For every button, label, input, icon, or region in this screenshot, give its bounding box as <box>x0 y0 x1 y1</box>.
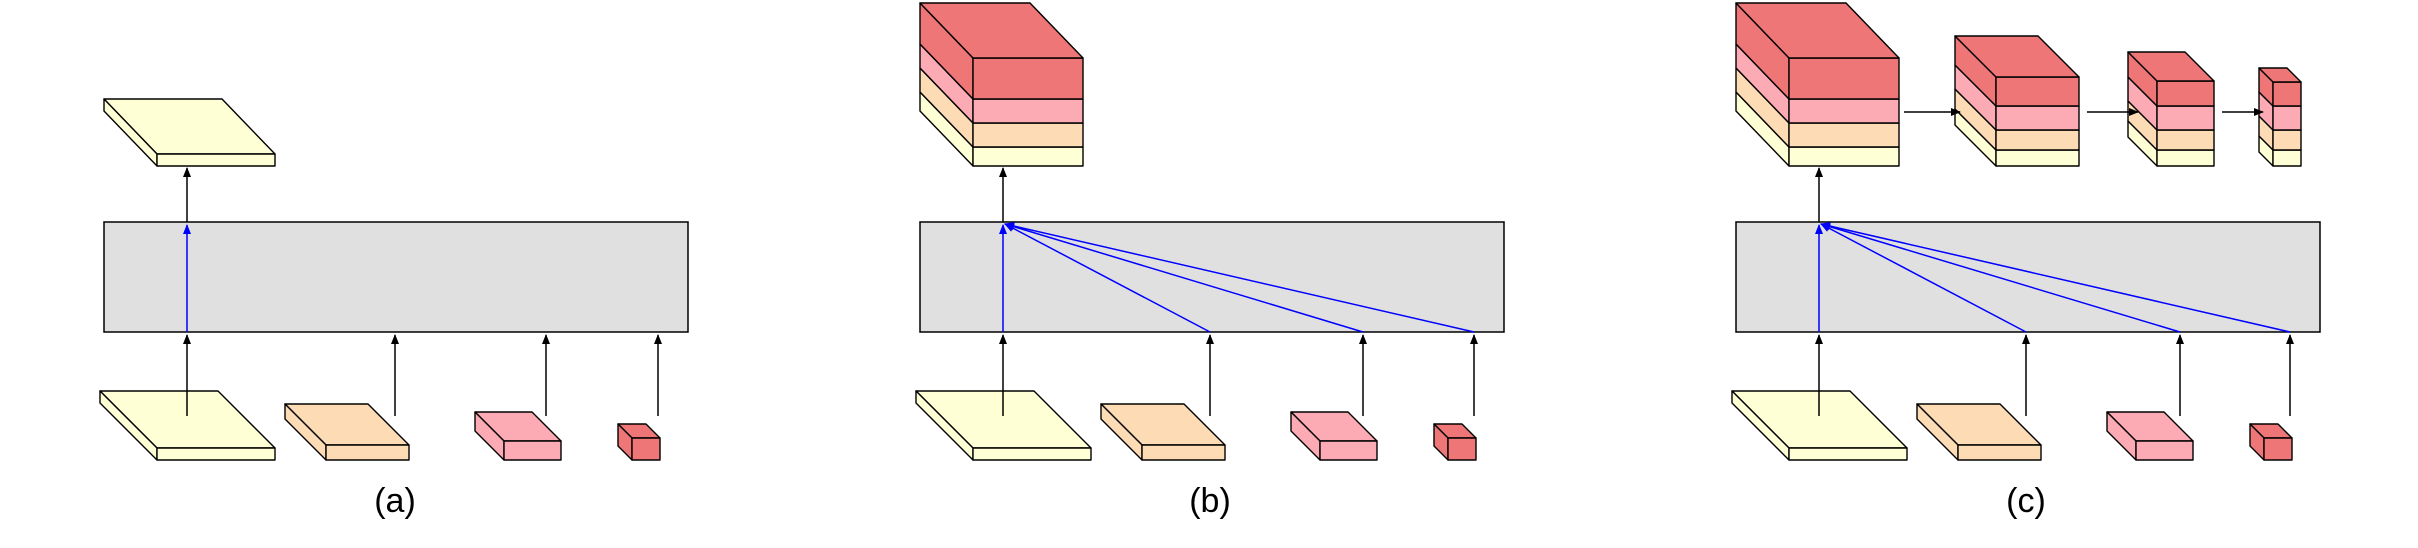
input-feature-map-level1 <box>1731 390 1908 461</box>
panel-label: (a) <box>374 482 416 520</box>
box-face <box>1141 444 1226 461</box>
box-face <box>2272 149 2302 167</box>
box-face <box>2156 149 2215 167</box>
backbone-block <box>1735 221 2321 333</box>
input-feature-map-level4 <box>1433 423 1477 461</box>
box-face <box>1788 57 1900 100</box>
output-feature-stack <box>919 2 1084 167</box>
box-face <box>1995 129 2080 151</box>
box-face <box>1447 437 1477 461</box>
output-feature-stack-4 <box>2258 67 2302 167</box>
blue-connection-arrow <box>1820 223 2027 333</box>
input-feature-map-level2 <box>284 403 410 461</box>
input-feature-map-level1 <box>915 390 1092 461</box>
output-feature-map <box>103 98 276 167</box>
input-feature-map-level4 <box>2249 423 2293 461</box>
blue-connection-arrow <box>1004 223 1211 333</box>
box-face <box>325 444 410 461</box>
backbone-block <box>919 221 1505 333</box>
box-face <box>919 2 1084 59</box>
blue-connection-arrow <box>1004 222 1364 333</box>
panel-b: (b) <box>915 2 1505 520</box>
input-feature-map-level4 <box>617 423 661 461</box>
box-face <box>972 447 1092 461</box>
input-feature-map-level1 <box>99 390 276 461</box>
box-face <box>972 122 1084 148</box>
input-feature-map-level3 <box>2106 411 2194 461</box>
box-face <box>1735 2 1900 59</box>
box-face <box>1995 76 2080 107</box>
output-feature-stack-2 <box>1954 35 2080 167</box>
box-face <box>2156 80 2215 107</box>
panel-label: (c) <box>2006 482 2046 520</box>
input-feature-map-level3 <box>474 411 562 461</box>
blue-connection-arrow <box>1004 222 1475 333</box>
blue-connection-arrow <box>1820 222 2291 333</box>
box-face <box>1995 105 2080 131</box>
input-feature-map-level2 <box>1100 403 1226 461</box>
panel-c: (c) <box>1731 2 2321 520</box>
box-face <box>2272 81 2302 107</box>
box-face <box>156 447 276 461</box>
box-face <box>2135 440 2194 461</box>
box-face <box>2156 105 2215 131</box>
panel-a: (a) <box>99 98 689 520</box>
blue-connection-arrow <box>1820 222 2181 333</box>
box-face <box>1788 447 1908 461</box>
box-face <box>2127 51 2215 82</box>
box-face <box>1995 149 2080 167</box>
box-face <box>1788 122 1900 148</box>
panel-label: (b) <box>1189 482 1231 520</box>
box-face <box>156 153 276 167</box>
backbone-block <box>103 221 689 333</box>
box-face <box>972 98 1084 124</box>
output-feature-stack-1 <box>1735 2 1900 167</box>
box-face <box>2272 129 2302 151</box>
box-face <box>972 57 1084 100</box>
box-face <box>631 437 661 461</box>
box-face <box>1957 444 2042 461</box>
box-face <box>1954 35 2080 78</box>
box-face <box>2263 437 2293 461</box>
box-face <box>1319 440 1378 461</box>
box-face <box>972 146 1084 167</box>
box-face <box>2258 67 2302 83</box>
box-face <box>1788 146 1900 167</box>
box-face <box>2156 129 2215 151</box>
output-feature-stack-3 <box>2127 51 2215 167</box>
box-face <box>2272 105 2302 131</box>
input-feature-map-level3 <box>1290 411 1378 461</box>
box-face <box>1788 98 1900 124</box>
input-feature-map-level2 <box>1916 403 2042 461</box>
box-face <box>503 440 562 461</box>
